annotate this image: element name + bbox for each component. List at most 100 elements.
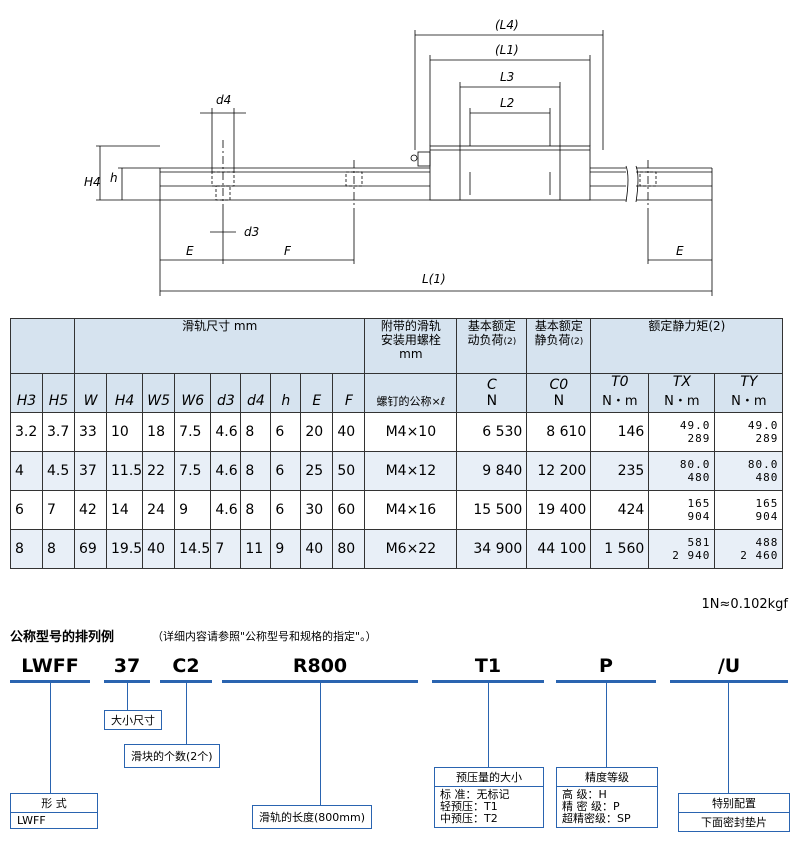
cell-d4: 8	[240, 412, 272, 452]
dim-L: L(1)	[422, 272, 446, 286]
sym-E: E	[300, 373, 334, 413]
cell-T0: 424	[590, 490, 650, 530]
code-precision-underline	[556, 680, 656, 683]
header-blank	[10, 318, 75, 374]
cell-H5: 3.7	[42, 412, 75, 452]
cell-W: 42	[74, 490, 107, 530]
size-label: 大小尺寸	[104, 710, 162, 730]
cell-H3: 4	[10, 451, 43, 491]
cell-W5: 24	[142, 490, 176, 530]
cell-T0: 146	[590, 412, 650, 452]
cell-E: 25	[300, 451, 334, 491]
code-blocks: C2	[172, 655, 200, 677]
cell-H3: 8	[10, 529, 43, 569]
code-special: /U	[717, 655, 741, 677]
cell-d3: 4.6	[210, 412, 242, 452]
cell-C0: 19 400	[526, 490, 592, 530]
dim-d4: d4	[216, 93, 231, 107]
code-preload-underline	[432, 680, 544, 683]
cell-h: 6	[270, 451, 302, 491]
cell-H4: 19.5	[105, 529, 144, 569]
sym-d4: d4	[240, 373, 272, 413]
cell-T0: 235	[590, 451, 650, 491]
cell-bolt: M6×22	[364, 529, 458, 569]
precision-label: 精度等级 高 级：H 精 密 级：P 超精密级：SP	[556, 767, 658, 828]
sym-H3: H3	[10, 373, 43, 413]
cell-h: 9	[270, 529, 302, 569]
sym-H5: H5	[42, 373, 75, 413]
sym-H4: H4	[105, 373, 144, 413]
cell-C: 6 530	[456, 412, 528, 452]
dim-E-left: E	[186, 244, 194, 258]
cell-C0: 12 200	[526, 451, 592, 491]
sym-W: W	[74, 373, 107, 413]
cell-bolt: M4×16	[364, 490, 458, 530]
code-preload: T1	[474, 655, 502, 677]
cell-C: 34 900	[456, 529, 528, 569]
sym-h: h	[270, 373, 302, 413]
cell-C: 15 500	[456, 490, 528, 530]
code-length: R800	[292, 655, 348, 677]
cell-d3: 7	[210, 529, 242, 569]
cell-C0: 8 610	[526, 412, 592, 452]
cell-W: 37	[74, 451, 107, 491]
dim-h: h	[110, 171, 118, 185]
sym-W5: W5	[142, 373, 176, 413]
form-label: 形 式 LWFF	[10, 793, 98, 829]
cell-F: 40	[332, 412, 366, 452]
cell-d4: 8	[240, 490, 272, 530]
code-form: LWFF	[21, 655, 79, 677]
dim-H4: H4	[84, 175, 101, 189]
unit-note: 1N≈0.102kgf	[701, 597, 788, 612]
cell-T0: 1 560	[590, 529, 650, 569]
code-precision: P	[599, 655, 613, 677]
rail-length-label: 滑轨的长度(800mm)	[252, 805, 373, 829]
sym-bolt: 螺钉的公称×ℓ	[364, 373, 458, 413]
sym-W6: W6	[174, 373, 212, 413]
cell-H5: 4.5	[42, 451, 75, 491]
code-blocks-underline	[160, 680, 212, 683]
cell-C: 9 840	[456, 451, 528, 491]
special-config-label: 特别配置 下面密封垫片	[678, 793, 790, 832]
cell-E: 30	[300, 490, 334, 530]
dim-L3: L3	[500, 70, 514, 84]
dim-E-right: E	[676, 244, 684, 258]
cell-H4: 10	[105, 412, 144, 452]
cell-W6: 7.5	[174, 412, 212, 452]
cell-H5: 7	[42, 490, 75, 530]
cell-F: 60	[332, 490, 366, 530]
code-form-underline	[10, 680, 90, 683]
dim-d3: d3	[244, 225, 259, 239]
sym-d3: d3	[210, 373, 242, 413]
dim-L2: L2	[500, 96, 514, 110]
specification-table: 滑轨尺寸 mm 附带的滑轨 安装用螺栓 mm 基本额定 动负荷(2) 基本额定 …	[10, 318, 784, 569]
cell-F: 80	[332, 529, 366, 569]
example-title: 公称型号的排列例	[10, 630, 115, 645]
code-size: 37	[113, 655, 141, 677]
code-special-underline	[670, 680, 788, 683]
example-subtitle: （详细内容请参照"公称型号和规格的指定"。）	[152, 630, 377, 643]
cell-W5: 40	[142, 529, 176, 569]
cell-H5: 8	[42, 529, 75, 569]
cell-bolt: M4×12	[364, 451, 458, 491]
cell-W: 69	[74, 529, 107, 569]
cell-bolt: M4×10	[364, 412, 458, 452]
cell-E: 20	[300, 412, 334, 452]
sym-F: F	[332, 373, 366, 413]
cell-W6: 7.5	[174, 451, 212, 491]
cell-C0: 44 100	[526, 529, 592, 569]
cell-H4: 14	[105, 490, 144, 530]
